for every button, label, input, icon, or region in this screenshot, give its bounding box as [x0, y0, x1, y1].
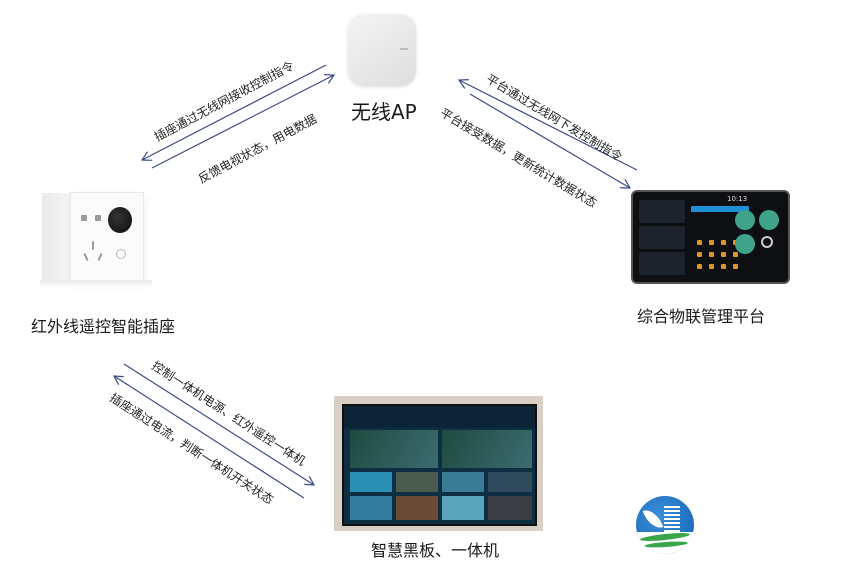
arrow-socket-to-ap: [151, 75, 334, 169]
ap-label: 无线AP: [351, 100, 417, 124]
socket-side: [42, 193, 72, 281]
smart-tv-icon: [342, 404, 537, 526]
socket-label: 红外线遥控智能插座: [31, 317, 176, 336]
arrow-socket-to-tv: [123, 363, 314, 485]
arrow-platform-to-ap: [459, 80, 638, 171]
company-logo-icon: [636, 496, 694, 554]
arrow-ap-to-socket: [142, 64, 327, 160]
wireless-ap-icon: [348, 14, 416, 86]
arrow-tv-to-socket: [114, 376, 305, 499]
smart-socket-icon: [70, 192, 144, 282]
platform-label: 综合物联管理平台: [637, 307, 766, 326]
tablet-dashboard-icon: 10:13: [631, 190, 790, 284]
arrow-ap-to-platform: [469, 93, 630, 188]
tv-label: 智慧黑板、一体机: [371, 541, 500, 560]
